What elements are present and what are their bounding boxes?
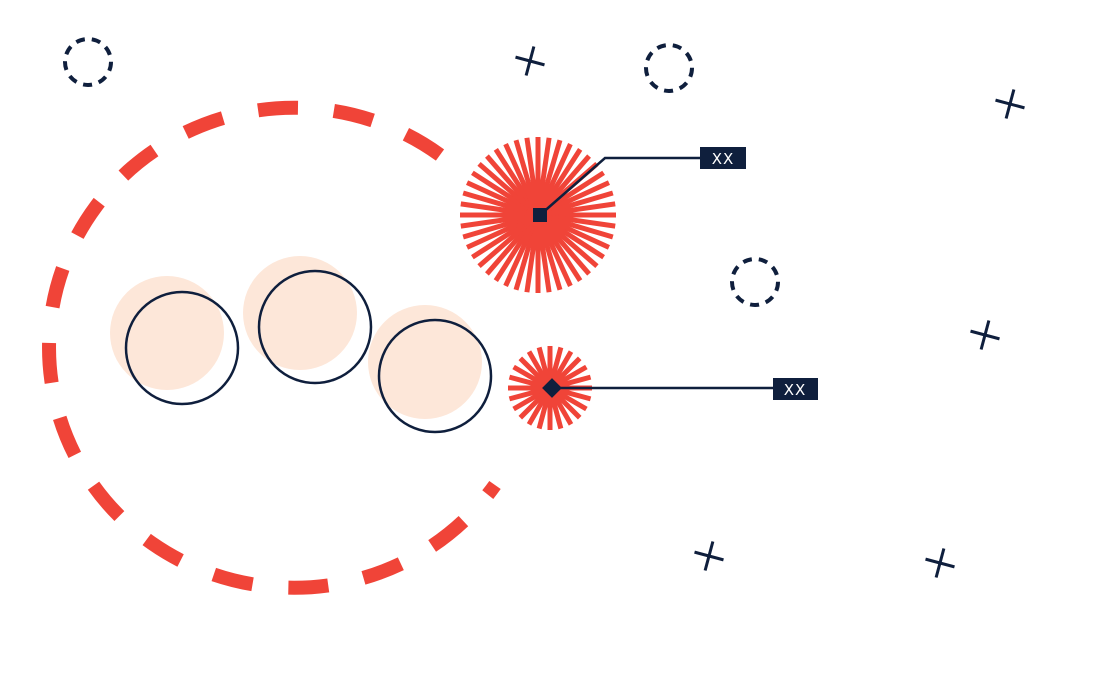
peach-blob-3 — [368, 305, 482, 419]
starburst-large-ray — [541, 222, 583, 282]
starburst-large-ray — [542, 220, 591, 276]
starburst-large-ray — [536, 224, 552, 293]
starburst-large-ray — [460, 201, 529, 217]
dashed-ring — [42, 100, 501, 595]
starburst-small-ray — [555, 387, 592, 402]
peach-blob-1 — [110, 276, 224, 390]
starburst-large-ray — [513, 223, 538, 291]
starburst-large-ray — [471, 170, 531, 212]
label-top-text: XX — [712, 150, 735, 168]
circle-outline-3 — [377, 318, 493, 434]
starburst-large-ray — [485, 154, 534, 210]
starburst-small-ray — [536, 393, 551, 430]
dashed-ring-arc — [42, 100, 501, 595]
cross-icon — [995, 89, 1025, 119]
starburst-small-ray — [508, 387, 545, 402]
starburst-large-ray — [503, 143, 537, 207]
label-box-bottom-bg — [773, 378, 818, 400]
label-box-top: XX — [700, 147, 746, 169]
starburst-small-ray — [512, 388, 547, 412]
starburst-small-ray — [550, 350, 574, 385]
dashed-circle-icon — [730, 257, 780, 307]
starburst-large-ray — [539, 223, 573, 287]
starburst-large-ray — [462, 190, 530, 215]
cross-icon — [515, 46, 545, 76]
starburst-large-ray — [477, 219, 533, 268]
circle-outline-1 — [124, 290, 240, 406]
starburst-large-ray — [493, 222, 535, 282]
starburst-small-ray — [552, 390, 582, 420]
starburst-small-ray — [555, 374, 592, 389]
starburst-large-ray — [538, 139, 563, 207]
starburst-small-ray — [549, 346, 564, 383]
starburst-small-ray — [518, 390, 548, 420]
circle-cluster — [110, 256, 493, 434]
starburst-large-ray — [524, 137, 540, 206]
cross-icon — [694, 541, 724, 571]
starburst-large-ray — [460, 213, 529, 229]
starburst-large-ray — [466, 216, 530, 250]
starburst-small-ray — [549, 393, 564, 430]
diamond-marker — [542, 378, 562, 398]
starburst-large-ray — [541, 148, 583, 208]
starburst-small-ray — [552, 356, 582, 386]
starburst-small-ray — [508, 374, 545, 389]
starburst-large-ray — [543, 219, 599, 268]
starburst-large-ray — [542, 154, 591, 210]
starburst-large-ray — [547, 213, 616, 229]
starburst-large-ray — [485, 220, 534, 276]
starburst-large-ray — [471, 218, 531, 260]
starburst-small-ray — [553, 388, 588, 412]
starburst-large-ray — [546, 180, 610, 214]
starburst-large-ray — [493, 148, 535, 208]
label-box-bottom: XX — [773, 378, 818, 400]
starburst-small-ray — [512, 364, 547, 388]
starburst-large-ray — [546, 216, 610, 250]
starburst-small-ray — [536, 346, 551, 383]
starburst-large-ray — [536, 137, 552, 206]
starburst-large-ray — [466, 180, 530, 214]
peach-blob-2 — [243, 256, 357, 370]
starburst-large-ray — [524, 224, 540, 293]
starburst-large-ray — [546, 215, 614, 240]
cross-icon — [970, 320, 1000, 350]
callout-line-top — [539, 156, 700, 216]
starburst-large-ray — [462, 215, 530, 240]
starburst-small-ray — [550, 391, 574, 426]
dashed-circle-icon — [644, 43, 694, 93]
starburst-small-ray — [518, 356, 548, 386]
dashed-circle-icon — [63, 37, 113, 87]
starburst-large-ray — [545, 218, 605, 260]
circle-outline-2 — [257, 269, 373, 385]
starburst-large-ray — [539, 143, 573, 207]
starburst-large-ray — [538, 223, 563, 291]
starburst-large-ray — [513, 139, 538, 207]
starburst-small-ray — [526, 350, 550, 385]
cross-icon — [925, 548, 955, 578]
starburst-small-ray — [553, 364, 588, 388]
starburst-large-ray — [477, 162, 533, 211]
starburst-small-icon — [508, 346, 592, 430]
starburst-large-ray — [547, 201, 616, 217]
starburst-large-icon — [460, 137, 616, 293]
starburst-small-ray — [526, 391, 550, 426]
label-box-top-bg — [700, 147, 746, 169]
starburst-large-ray — [503, 223, 537, 287]
square-marker — [533, 208, 547, 222]
label-bottom-text: XX — [784, 381, 807, 399]
starburst-large-ray — [546, 190, 614, 215]
starburst-large-ray — [545, 170, 605, 212]
